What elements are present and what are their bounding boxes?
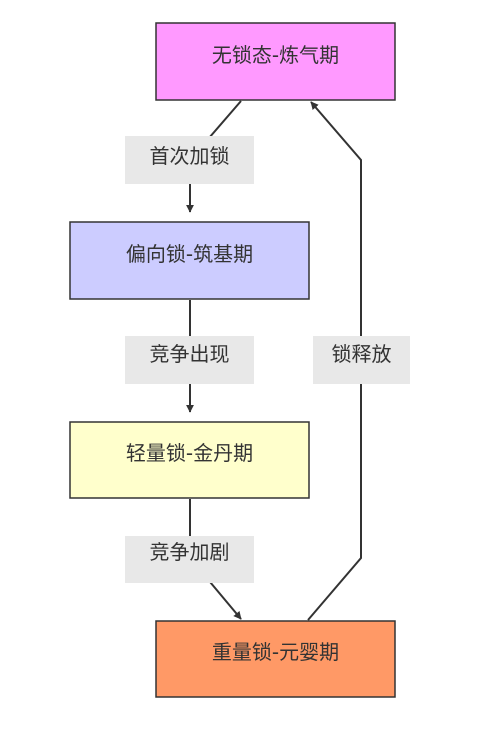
- node-heavyweight-label: 重量锁-元婴期: [212, 640, 339, 664]
- edge-label-competition-intensifies-text: 竞争加剧: [150, 540, 230, 564]
- node-heavyweight-box: [155, 620, 396, 698]
- node-lightweight: 轻量锁-金丹期: [69, 421, 310, 499]
- edge-label-first-lock: 首次加锁: [125, 136, 254, 184]
- edge-label-lock-release-text: 锁释放: [332, 342, 392, 366]
- node-biased: 偏向锁-筑基期: [69, 221, 310, 300]
- edge-label-first-lock-text: 首次加锁: [150, 144, 230, 168]
- edge-label-lock-release: 锁释放: [313, 336, 410, 384]
- node-lock-free-box: [155, 22, 396, 101]
- node-biased-box: [69, 221, 310, 300]
- node-lock-free: 无锁态-炼气期: [155, 22, 396, 101]
- edge-label-competition-appears-text: 竞争出现: [150, 342, 230, 366]
- edge-label-competition-intensifies: 竞争加剧: [125, 536, 254, 583]
- node-biased-label: 偏向锁-筑基期: [126, 242, 253, 266]
- node-lightweight-label: 轻量锁-金丹期: [126, 441, 253, 465]
- edge-label-competition-appears: 竞争出现: [125, 336, 254, 384]
- node-lock-free-label: 无锁态-炼气期: [212, 43, 339, 67]
- node-lightweight-box: [69, 421, 310, 499]
- node-heavyweight: 重量锁-元婴期: [155, 620, 396, 698]
